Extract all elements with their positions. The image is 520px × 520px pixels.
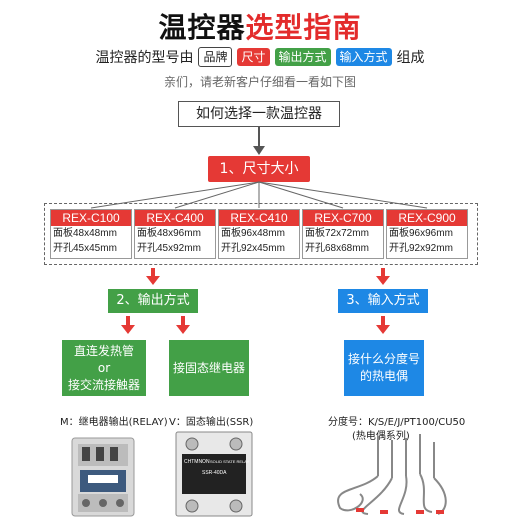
contactor-image — [71, 437, 135, 517]
model-prefix: 温控器的型号由 — [95, 50, 194, 66]
arrow-down-icon — [253, 146, 265, 155]
thermocouple-series-label: (热电偶系列) — [352, 431, 410, 442]
ssr-name: SOLID STATE RELAY — [210, 459, 250, 464]
connector-line — [258, 127, 260, 147]
input-line1: 接什么分度号 — [347, 352, 420, 366]
red-arrow-down-icon — [376, 276, 390, 285]
arrow-shaft — [181, 316, 185, 325]
model-name: REX-C410 — [219, 210, 299, 226]
red-arrow-down-icon — [176, 325, 190, 334]
model-panel: 面板72x72mm — [305, 228, 369, 239]
model-composition: 温控器的型号由 品牌 尺寸 输出方式 输入方式 组成 — [0, 47, 520, 67]
model-panel: 面板48x96mm — [137, 228, 201, 239]
model-card-c900: REX-C900 面板96x96mm 开孔92x92mm — [386, 209, 468, 259]
model-panel: 面板48x48mm — [53, 228, 117, 239]
arrow-shaft — [126, 316, 130, 325]
model-card-c100: REX-C100 面板48x48mm 开孔45x45mm — [50, 209, 132, 259]
output-chip: 输出方式 — [274, 48, 331, 66]
model-card-c410: REX-C410 面板96x48mm 开孔92x45mm — [218, 209, 300, 259]
ssr-output-box: 接固态继电器 — [169, 340, 249, 396]
thermocouple-image — [337, 434, 447, 515]
input-chip: 输入方式 — [335, 48, 392, 66]
red-arrow-down-icon — [146, 276, 160, 285]
model-card-c400: REX-C400 面板48x96mm 开孔45x92mm — [134, 209, 216, 259]
subtitle: 亲们，请老新客户仔细看一看如下图 — [163, 75, 356, 89]
model-hole: 开孔92x92mm — [389, 243, 453, 254]
step3-input: 3、输入方式 — [338, 289, 428, 313]
red-arrow-down-icon — [121, 325, 135, 334]
relay-label: M：继电器输出(RELAY) — [60, 417, 168, 428]
red-arrow-down-icon — [376, 325, 390, 334]
step1-size: 1、尺寸大小 — [208, 156, 310, 182]
relay-output-box: 直连发热管 or 接交流接触器 — [62, 340, 146, 396]
model-panel: 面板96x96mm — [389, 228, 453, 239]
how-to-box: 如何选择一款温控器 — [178, 101, 340, 127]
arrow-shaft — [151, 268, 155, 276]
model-suffix: 组成 — [396, 50, 425, 66]
relay-line2: or — [97, 360, 111, 375]
brand-chip: 品牌 — [198, 47, 233, 67]
title-red: 选型指南 — [245, 11, 362, 44]
thermocouple-label: 分度号：K/S/E/J/PT100/CU50 — [328, 417, 466, 428]
step2-output: 2、输出方式 — [108, 289, 198, 313]
model-name: REX-C700 — [303, 210, 383, 226]
title-black: 温控器 — [158, 11, 246, 44]
arrow-shaft — [381, 316, 385, 325]
input-line2: 的热电偶 — [359, 369, 408, 383]
model-panel: 面板96x48mm — [221, 228, 285, 239]
model-name: REX-C900 — [387, 210, 467, 226]
model-hole: 开孔45x45mm — [53, 243, 117, 254]
model-hole: 开孔45x92mm — [137, 243, 201, 254]
size-chip: 尺寸 — [237, 48, 270, 66]
model-name: REX-C100 — [51, 210, 131, 226]
relay-line3: 接交流接触器 — [67, 377, 140, 392]
model-hole: 开孔92x45mm — [221, 243, 285, 254]
model-name: REX-C400 — [135, 210, 215, 226]
ssr-text: 接固态继电器 — [172, 360, 245, 375]
arrow-shaft — [381, 268, 385, 276]
model-group — [44, 203, 478, 265]
input-type-box: 接什么分度号 的热电偶 — [344, 340, 424, 396]
ssr-model: SSR-40DA — [202, 470, 227, 476]
model-card-c700: REX-C700 面板72x72mm 开孔68x68mm — [302, 209, 384, 259]
model-hole: 开孔68x68mm — [305, 243, 369, 254]
page-title: 温控器选型指南 — [0, 6, 520, 46]
ssr-label: V：固态输出(SSR) — [169, 417, 254, 428]
ssr-brand: CHTMNON — [184, 459, 210, 465]
relay-line1: 直连发热管 — [73, 343, 134, 358]
ssr-image: CHTMNON SOLID STATE RELAY SSR-40DA — [175, 431, 253, 517]
